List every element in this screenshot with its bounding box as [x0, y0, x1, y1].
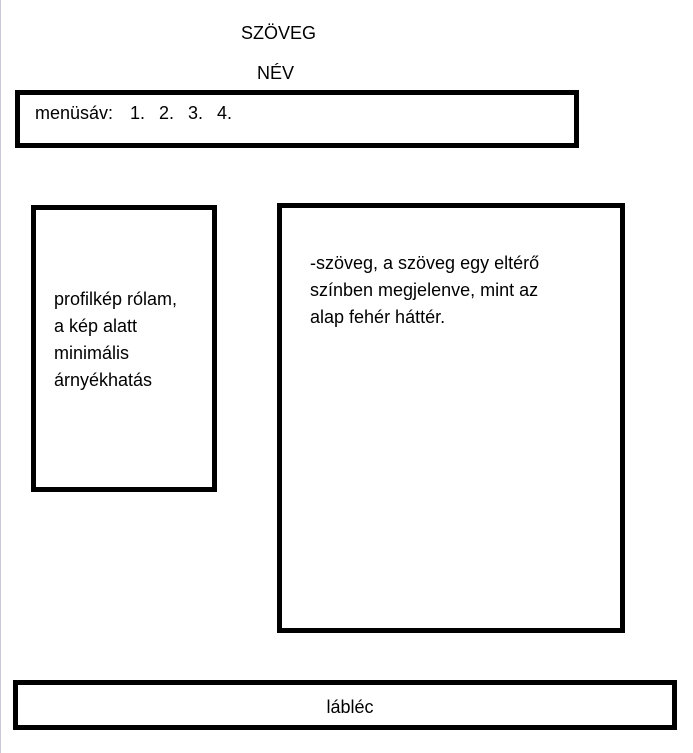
- menu-item-2[interactable]: 2.: [159, 103, 175, 123]
- footer-label: lábléc: [326, 697, 374, 717]
- content-line: -szöveg, a szöveg egy eltérő: [310, 253, 540, 273]
- page-title: SZÖVEG: [241, 23, 317, 43]
- profile-line: profilkép rólam,: [54, 289, 178, 309]
- menu-items: 1. 2. 3. 4.: [130, 101, 232, 125]
- menu-item-3[interactable]: 3.: [188, 103, 204, 123]
- profile-line: a kép alatt: [54, 316, 138, 336]
- content-description: -szöveg, a szöveg egy eltérő színben meg…: [310, 250, 610, 331]
- profile-line: minimális: [54, 343, 130, 363]
- page-left-edge: [0, 0, 1, 753]
- menu-bar-label: menüsáv:: [35, 103, 114, 123]
- page-name: NÉV: [257, 63, 295, 83]
- menu-item-4[interactable]: 4.: [217, 103, 233, 123]
- menu-bar: menüsáv: 1. 2. 3. 4.: [15, 90, 579, 148]
- profile-box: profilkép rólam, a kép alatt minimális á…: [31, 205, 217, 492]
- profile-line: árnyékhatás: [54, 370, 153, 390]
- content-box: -szöveg, a szöveg egy eltérő színben meg…: [277, 203, 625, 633]
- content-line: alap fehér háttér.: [310, 307, 446, 327]
- footer-box: lábléc: [13, 680, 677, 730]
- profile-description: profilkép rólam, a kép alatt minimális á…: [54, 286, 214, 394]
- menu-item-1[interactable]: 1.: [130, 103, 146, 123]
- content-line: színben megjelenve, mint az: [310, 280, 539, 300]
